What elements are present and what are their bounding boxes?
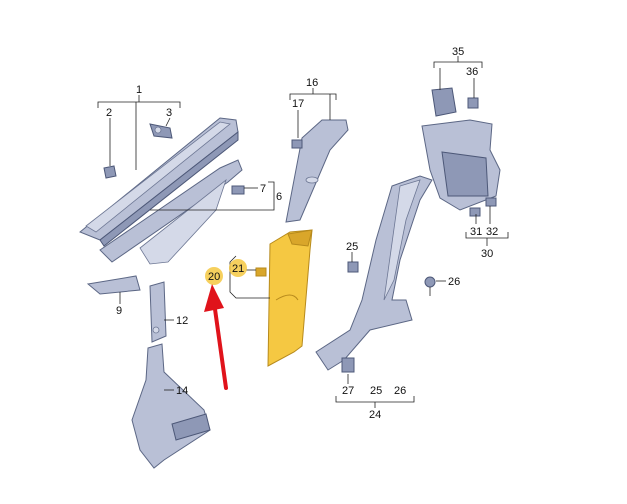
callout-12: 12 <box>176 315 188 327</box>
part-27-clip <box>341 357 355 373</box>
callout-17: 17 <box>292 98 304 110</box>
part-32-clip <box>485 197 497 207</box>
callout-21: 21 <box>232 263 244 275</box>
part-3-fastener <box>149 123 173 139</box>
leader-lines <box>97 56 509 408</box>
callout-32: 32 <box>486 226 498 238</box>
callout-35: 35 <box>452 46 464 58</box>
callout-2: 2 <box>106 107 112 119</box>
part-17-clip <box>291 139 303 149</box>
part-36-clip <box>467 97 479 109</box>
callout-14: 14 <box>176 385 188 397</box>
part-21-clip <box>255 267 267 277</box>
part-2-clip <box>103 165 117 179</box>
part-30-d-pillar-trim <box>421 119 501 211</box>
callout-20: 20 <box>208 271 220 283</box>
callout-26a: 26 <box>448 276 460 288</box>
part-9-trim-cover <box>86 275 141 295</box>
part-14-lower-trim <box>131 343 211 469</box>
part-12-bracket <box>149 281 167 343</box>
part-7-screw <box>231 185 245 195</box>
callout-25b: 25 <box>370 385 382 397</box>
part-20-highlighted-trim <box>267 229 313 367</box>
callout-30: 30 <box>481 248 493 260</box>
part-26-screw <box>424 276 436 296</box>
red-arrow-icon <box>204 284 228 390</box>
highlight-circle-21 <box>229 259 247 277</box>
callout-36: 36 <box>466 66 478 78</box>
callout-3: 3 <box>166 107 172 119</box>
callout-7: 7 <box>260 183 266 195</box>
callout-26b: 26 <box>394 385 406 397</box>
callout-25a: 25 <box>346 241 358 253</box>
callout-16: 16 <box>306 77 318 89</box>
part-31-clip <box>469 207 481 217</box>
callout-24: 24 <box>369 409 381 421</box>
part-35-bracket <box>431 87 457 117</box>
part-25-clip <box>347 261 359 273</box>
part-1-a-pillar-upper-trim <box>79 117 239 247</box>
callout-labels: 1 2 3 7 6 9 12 14 16 17 20 21 25 26 27 2… <box>106 46 498 421</box>
part-16-b-pillar-upper-trim <box>285 119 349 223</box>
highlight-circle-20 <box>205 267 223 285</box>
callout-1: 1 <box>136 84 142 96</box>
part-24-c-pillar-trim <box>315 175 433 371</box>
callout-31: 31 <box>470 226 482 238</box>
part-6-a-pillar-lower-trim <box>99 159 243 265</box>
callout-6: 6 <box>276 191 282 203</box>
callout-9: 9 <box>116 305 122 317</box>
callout-27: 27 <box>342 385 354 397</box>
